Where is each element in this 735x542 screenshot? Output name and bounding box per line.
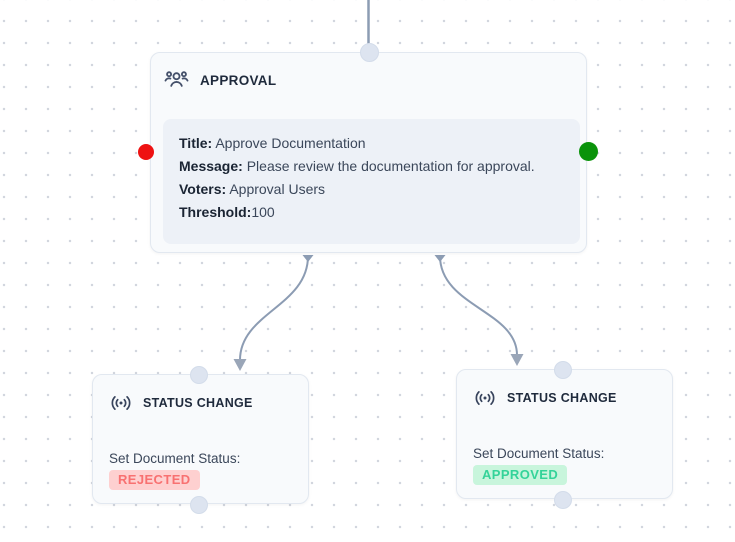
arrowhead-down-icon: [233, 359, 247, 371]
status-node-title: STATUS CHANGE: [143, 396, 253, 410]
status-badge-rejected: REJECTED: [109, 470, 200, 490]
approved-node-source-handle-bottom[interactable]: [554, 491, 572, 509]
approval-field-voters: Voters: Approval Users: [179, 181, 326, 197]
status-node-header: STATUS CHANGE: [473, 386, 656, 410]
status-change-node-approved[interactable]: STATUS CHANGE Set Document Status: APPRO…: [456, 369, 673, 499]
approval-target-handle-top[interactable]: [360, 43, 379, 62]
status-node-title: STATUS CHANGE: [507, 391, 617, 405]
approval-approve-handle-right[interactable]: [579, 142, 598, 161]
rejected-node-source-handle-bottom[interactable]: [190, 496, 208, 514]
rejected-node-target-handle-top[interactable]: [190, 366, 208, 384]
approval-field-title: Title: Approve Documentation: [179, 135, 366, 151]
approval-details-panel: Title: Approve Documentation Message: Pl…: [163, 119, 580, 244]
broadcast-icon: [111, 396, 131, 410]
status-description: Set Document Status:: [109, 451, 241, 466]
edge-approval-to-approved[interactable]: [434, 255, 524, 366]
arrowhead-down-icon: [510, 354, 524, 366]
approval-field-message: Message: Please review the documentation…: [179, 158, 535, 174]
approval-field-threshold: Threshold:100: [179, 204, 275, 220]
edge-source-marker: [302, 255, 314, 262]
status-badge-approved: APPROVED: [473, 465, 568, 485]
approval-node[interactable]: APPROVAL Title: Approve Documentation Me…: [150, 52, 587, 253]
approval-node-header: APPROVAL: [163, 67, 574, 94]
status-node-header: STATUS CHANGE: [109, 391, 292, 415]
users-group-icon: [164, 71, 189, 87]
broadcast-icon: [475, 391, 495, 405]
status-description: Set Document Status:: [473, 446, 605, 461]
approved-node-target-handle-top[interactable]: [554, 361, 572, 379]
status-change-node-rejected[interactable]: STATUS CHANGE Set Document Status: REJEC…: [92, 374, 309, 504]
approval-reject-handle-left[interactable]: [138, 144, 154, 160]
edge-approval-to-rejected[interactable]: [233, 255, 314, 371]
approval-node-title: APPROVAL: [200, 73, 277, 88]
edge-source-marker: [434, 255, 446, 262]
